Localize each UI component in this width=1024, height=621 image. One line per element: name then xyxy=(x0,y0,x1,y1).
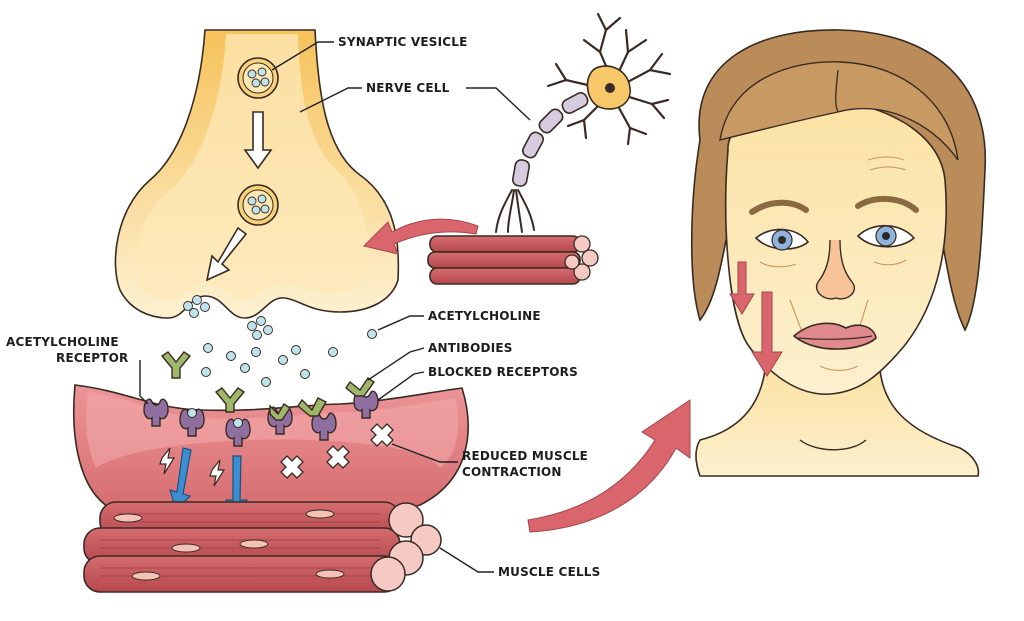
label-muscle-cells: MUSCLE CELLS xyxy=(439,547,601,579)
arrow-icon xyxy=(243,111,273,170)
synaptic-vesicle-text: SYNAPTIC VESICLE xyxy=(338,35,468,49)
arrow-icon xyxy=(729,261,755,315)
cross-icon xyxy=(326,445,350,469)
arrow-icon xyxy=(527,399,691,533)
antibodies xyxy=(160,351,375,421)
nerve-cell-text: NERVE CELL xyxy=(366,81,450,95)
acetylcholine-molecules xyxy=(201,329,377,387)
cross-icon xyxy=(280,455,304,479)
arrow-icon xyxy=(363,218,479,255)
label-reduced-contraction: REDUCED MUSCLE CONTRACTION xyxy=(391,443,588,479)
acetylcholine-text: ACETYLCHOLINE xyxy=(428,309,541,323)
synaptic-vesicle-top xyxy=(237,57,279,99)
muscle-fibers-small xyxy=(427,235,599,285)
reduced-contraction-text-line1: REDUCED MUSCLE xyxy=(462,449,588,463)
arrow-icon xyxy=(751,291,783,377)
reduced-contraction-text-line2: CONTRACTION xyxy=(462,465,562,479)
blocked-receptors-text: BLOCKED RECEPTORS xyxy=(428,365,578,379)
lightning-icon xyxy=(209,459,226,487)
cross-icon xyxy=(370,423,394,447)
vesicle-release-right xyxy=(247,316,273,340)
muscle-cells-text: MUSCLE CELLS xyxy=(498,565,601,579)
acetylcholine-receptor-text-line2: RECEPTOR xyxy=(56,351,128,365)
label-nerve-cell: NERVE CELL xyxy=(299,81,531,121)
label-antibodies: ANTIBODIES xyxy=(367,341,513,381)
label-acetylcholine: ACETYLCHOLINE xyxy=(377,309,541,331)
label-blocked-receptors: BLOCKED RECEPTORS xyxy=(377,365,578,401)
label-acetylcholine-receptor: ACETYLCHOLINE RECEPTOR xyxy=(6,335,149,405)
woman-face xyxy=(690,29,987,477)
arrow-icon xyxy=(205,226,248,282)
label-synaptic-vesicle: SYNAPTIC VESICLE xyxy=(271,35,468,71)
vesicle-release-left xyxy=(183,295,210,318)
antibodies-text: ANTIBODIES xyxy=(428,341,513,355)
bound-acetylcholine xyxy=(187,408,243,428)
nerve-terminal xyxy=(114,29,400,319)
neuron xyxy=(495,12,672,233)
acetylcholine-receptor-text-line1: ACETYLCHOLINE xyxy=(6,335,119,349)
synaptic-vesicle-middle xyxy=(237,184,279,226)
muscle-cells-bundle xyxy=(83,501,442,593)
lightning-icon xyxy=(159,447,176,475)
